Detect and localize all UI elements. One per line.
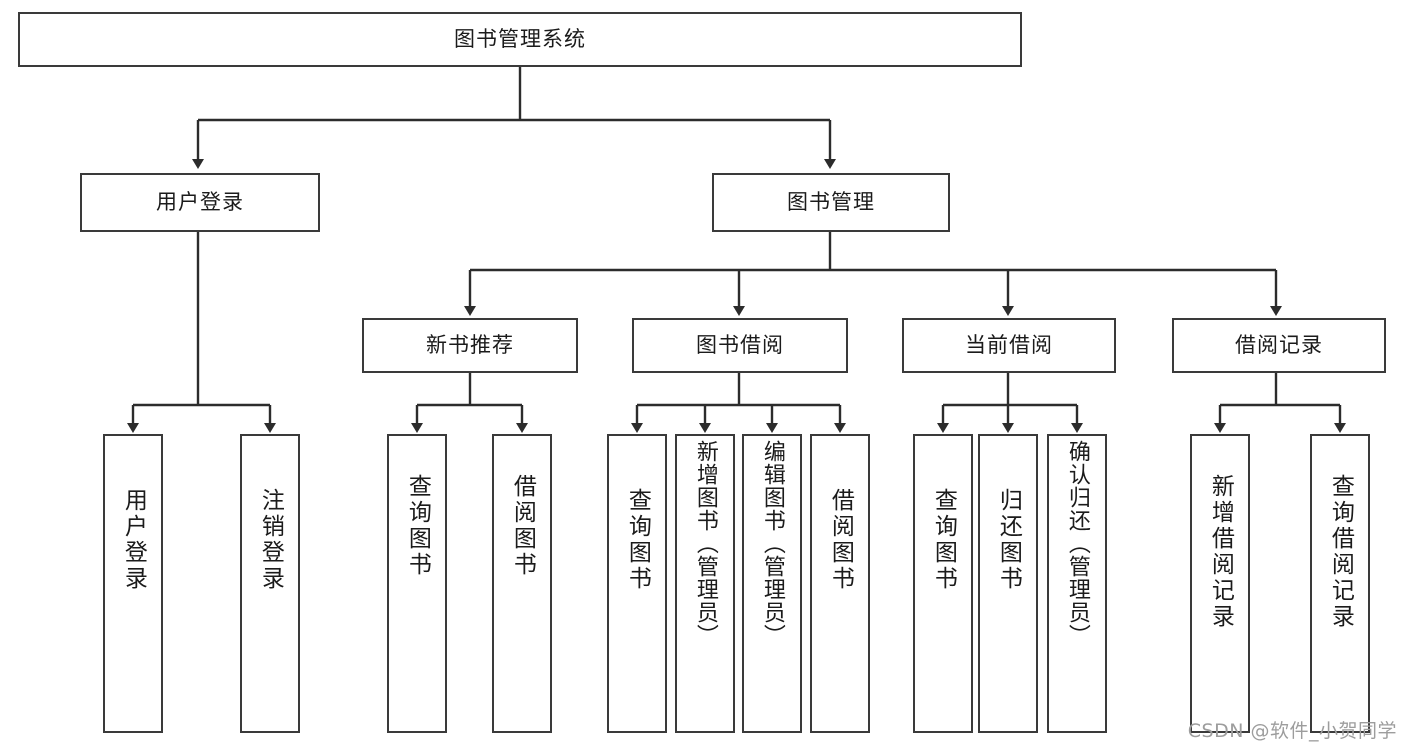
node-label: 借阅记录 <box>1235 332 1323 357</box>
node-label: 图书管理 <box>787 189 875 214</box>
leaf-user-login-login[interactable]: 用户登录 <box>103 434 163 733</box>
node-label: 新增借阅记录 <box>1207 474 1234 630</box>
node-label: 新书推荐 <box>426 332 514 357</box>
node-label: 归还图书 <box>995 488 1022 592</box>
leaf-recommend-borrow-book[interactable]: 借阅图书 <box>492 434 552 733</box>
leaf-borrow-add-book-admin[interactable]: 新增图书（管理员） <box>675 434 735 733</box>
node-label: 图书借阅 <box>696 332 784 357</box>
leaf-current-confirm-return-admin[interactable]: 确认归还（管理员） <box>1047 434 1107 733</box>
leaf-current-query-book[interactable]: 查询图书 <box>913 434 973 733</box>
node-label: 图书管理系统 <box>454 26 586 51</box>
node-label: 查询图书 <box>930 488 957 592</box>
node-label: 查询借阅记录 <box>1327 474 1354 630</box>
leaf-borrow-query-book[interactable]: 查询图书 <box>607 434 667 733</box>
node-book-management[interactable]: 图书管理 <box>712 173 950 232</box>
node-new-book-recommend[interactable]: 新书推荐 <box>362 318 578 373</box>
node-label: 用户登录 <box>156 189 244 214</box>
node-label: 借阅图书 <box>509 474 536 578</box>
leaf-borrow-edit-book-admin[interactable]: 编辑图书（管理员） <box>742 434 802 733</box>
csdn-watermark: CSDN @软件_小贺同学 <box>1187 720 1397 742</box>
node-borrow-record[interactable]: 借阅记录 <box>1172 318 1386 373</box>
leaf-record-add-borrow-record[interactable]: 新增借阅记录 <box>1190 434 1250 733</box>
node-label: 查询图书 <box>624 488 651 592</box>
node-label: 注销登录 <box>257 488 284 592</box>
node-book-borrow[interactable]: 图书借阅 <box>632 318 848 373</box>
node-current-borrow[interactable]: 当前借阅 <box>902 318 1116 373</box>
leaf-record-query-borrow-record[interactable]: 查询借阅记录 <box>1310 434 1370 733</box>
node-root-book-management-system[interactable]: 图书管理系统 <box>18 12 1022 67</box>
node-label: 用户登录 <box>120 488 147 592</box>
node-label: 新增图书（管理员） <box>692 440 718 647</box>
node-label: 查询图书 <box>404 474 431 578</box>
node-user-login[interactable]: 用户登录 <box>80 173 320 232</box>
leaf-borrow-borrow-book[interactable]: 借阅图书 <box>810 434 870 733</box>
node-label: 当前借阅 <box>965 332 1053 357</box>
leaf-recommend-query-book[interactable]: 查询图书 <box>387 434 447 733</box>
node-label: 借阅图书 <box>827 488 854 592</box>
node-label: 编辑图书（管理员） <box>759 440 785 647</box>
leaf-user-login-logout[interactable]: 注销登录 <box>240 434 300 733</box>
node-label: 确认归还（管理员） <box>1064 440 1090 647</box>
leaf-current-return-book[interactable]: 归还图书 <box>978 434 1038 733</box>
